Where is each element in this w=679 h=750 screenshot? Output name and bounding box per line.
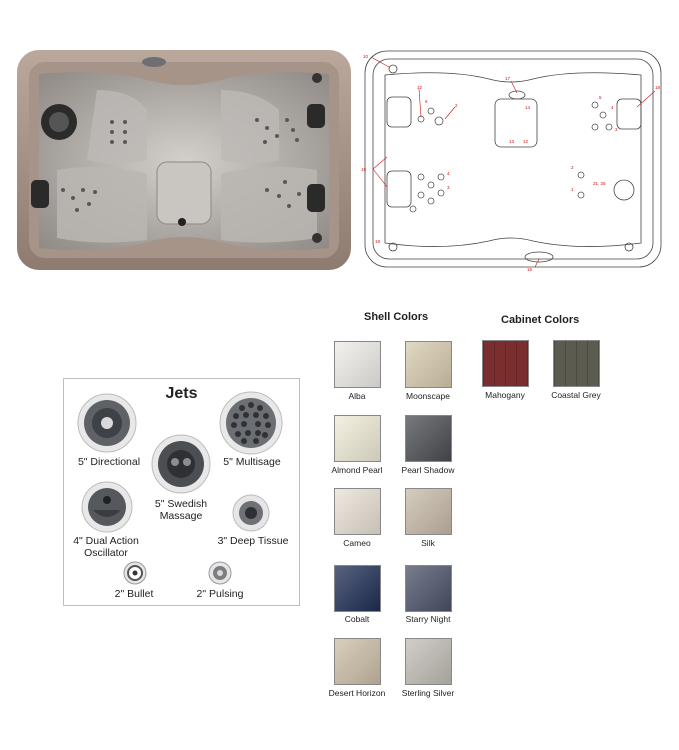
diagram-callout: 19: [375, 239, 381, 244]
pulsing-jet-icon: [208, 561, 232, 585]
diagram-callout: 18: [655, 85, 661, 90]
shell-color-swatch[interactable]: [334, 638, 381, 685]
diagram-callout: 3: [615, 127, 618, 132]
shell-color-swatch[interactable]: [405, 488, 452, 535]
dual-action-oscillator-jet-icon: [81, 481, 133, 533]
jet-label: 3" Deep Tissue: [217, 535, 289, 547]
shell-color-swatch[interactable]: [405, 565, 452, 612]
jet-label: 4" Dual Action: [73, 535, 139, 547]
diagram-callout: 6: [425, 99, 428, 104]
diagram-callout: 14: [525, 105, 531, 110]
diagram-callout: 5: [599, 95, 602, 100]
shell-color-label: Cameo: [343, 538, 371, 548]
diagram-callout: 17: [505, 76, 511, 81]
shell-color-swatch[interactable]: [334, 415, 381, 462]
shell-color-label: Almond Pearl: [331, 465, 383, 475]
jet-label: 2" Pulsing: [196, 588, 244, 600]
shell-color-swatch[interactable]: [334, 488, 381, 535]
jet-label: 5" Swedish: [154, 498, 208, 510]
diagram-callout: 15: [361, 167, 367, 172]
shell-color-swatch[interactable]: [405, 341, 452, 388]
shell-color-label: Cobalt: [344, 614, 370, 624]
spa-jet-diagram: 10 12 6 2 17 14 13 12 5 4 3 18 15 4 3 2 …: [361, 50, 662, 272]
jets-panel: Jets 5" Directional 5" Multisage 5" Swed…: [63, 378, 300, 606]
shell-color-label: Desert Horizon: [328, 688, 386, 698]
shell-color-label: Silk: [421, 538, 435, 548]
jet-label: 5" Multisage: [223, 456, 281, 468]
diagram-callouts: 10 12 6 2 17 14 13 12 5 4 3 18 15 4 3 2 …: [361, 54, 661, 272]
shell-color-label: Moonscape: [406, 391, 450, 401]
diagram-callout: 4: [447, 171, 450, 176]
jet-label: Massage: [159, 510, 203, 522]
diagram-callout: 12: [417, 85, 423, 90]
jets-title: Jets: [165, 385, 198, 402]
jet-label: Oscillator: [84, 547, 128, 559]
cabinet-color-label: Coastal Grey: [551, 390, 601, 400]
bullet-jet-icon: [123, 561, 147, 585]
jet-label: 5" Directional: [77, 456, 141, 468]
shell-color-swatch[interactable]: [405, 415, 452, 462]
cabinet-colors-title: Cabinet Colors: [501, 314, 580, 326]
shell-color-label: Sterling Silver: [401, 688, 455, 698]
shell-color-swatch[interactable]: [405, 638, 452, 685]
jet-label: 2" Bullet: [114, 588, 154, 600]
swedish-massage-jet-icon: [151, 434, 211, 494]
shell-color-label: Alba: [348, 391, 366, 401]
shell-color-label: Pearl Shadow: [401, 465, 455, 475]
diagram-callout: 2: [571, 165, 574, 170]
shell-color-swatch[interactable]: [334, 341, 381, 388]
diagram-callout: 4: [611, 105, 614, 110]
cabinet-color-swatch[interactable]: [553, 340, 600, 387]
diagram-callout: 2: [455, 103, 458, 108]
deep-tissue-jet-icon: [232, 494, 270, 532]
diagram-callout: 1: [571, 187, 574, 192]
shell-color-swatch[interactable]: [334, 565, 381, 612]
diagram-callout: 12: [523, 139, 529, 144]
cabinet-color-label: Mahogany: [485, 390, 525, 400]
shell-colors-title: Shell Colors: [364, 311, 429, 323]
cabinet-color-swatch[interactable]: [482, 340, 529, 387]
multisage-jet-icon: [219, 391, 283, 455]
diagram-callout: 13: [509, 139, 515, 144]
diagram-callout: 16: [527, 267, 533, 272]
spa-photo: [17, 50, 351, 270]
diagram-callout: 21, 26: [593, 181, 606, 186]
directional-jet-icon: [77, 393, 137, 453]
diagram-callout: 10: [363, 54, 369, 59]
shell-color-label: Starry Night: [405, 614, 451, 624]
diagram-callout: 3: [447, 185, 450, 190]
